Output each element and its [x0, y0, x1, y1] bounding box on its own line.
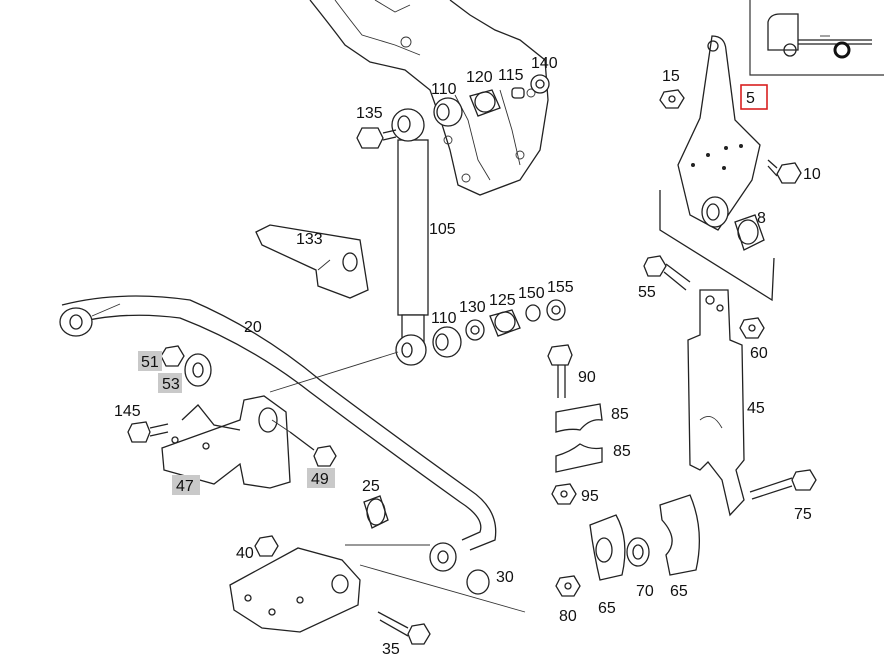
- bearing-half-65-right: [659, 494, 700, 576]
- bolt-75: [749, 469, 817, 500]
- stabilizer-bar: [59, 295, 497, 551]
- upper-bushing-set: [433, 74, 550, 127]
- label-120[interactable]: 120: [466, 69, 493, 86]
- label-65-right[interactable]: 65: [670, 583, 688, 600]
- label-70[interactable]: 70: [636, 583, 654, 600]
- label-40[interactable]: 40: [236, 545, 254, 562]
- sleeve-70: [626, 537, 650, 567]
- bushing-25: [363, 495, 389, 529]
- bolt-90: [547, 344, 573, 398]
- label-133[interactable]: 133: [296, 231, 323, 248]
- frame-bracket: [309, 0, 549, 196]
- bracket-133: [255, 224, 369, 299]
- highlight-53: [158, 373, 182, 393]
- shock-absorber: [391, 108, 429, 366]
- highlight-47: [172, 475, 200, 495]
- label-51[interactable]: 51: [141, 354, 159, 371]
- label-47[interactable]: 47: [176, 478, 194, 495]
- label-150[interactable]: 150: [518, 285, 545, 302]
- label-10[interactable]: 10: [803, 166, 821, 183]
- label-110-upper[interactable]: 110: [431, 81, 457, 98]
- label-65-left[interactable]: 65: [598, 600, 616, 617]
- label-55[interactable]: 55: [638, 284, 656, 301]
- nut-80: [555, 575, 581, 597]
- link-end: [429, 542, 457, 572]
- link-arm-45: [687, 289, 745, 517]
- bolt-35: [377, 611, 431, 645]
- bolt-49: [271, 419, 337, 467]
- bolt-135: [356, 127, 397, 149]
- bushing-53: [184, 353, 212, 387]
- nut-60: [739, 317, 765, 339]
- label-110-lower[interactable]: 110: [431, 310, 457, 327]
- label-85-upper[interactable]: 85: [611, 406, 629, 423]
- label-145[interactable]: 145: [114, 403, 141, 420]
- label-5[interactable]: 5: [746, 90, 755, 107]
- truck-chassis-icon: [767, 13, 872, 59]
- bearing-half-65-left: [589, 514, 626, 581]
- lower-bushing-set: [432, 299, 566, 358]
- link-plate-5: [659, 35, 775, 302]
- label-30[interactable]: 30: [496, 569, 514, 586]
- label-85-lower[interactable]: 85: [613, 443, 631, 460]
- label-35[interactable]: 35: [382, 641, 400, 658]
- selected-part-box: [740, 84, 768, 110]
- bolt-145: [127, 421, 169, 443]
- label-8[interactable]: 8: [757, 210, 766, 227]
- label-95[interactable]: 95: [581, 488, 599, 505]
- nut-95: [551, 483, 577, 505]
- nut-15: [659, 89, 685, 109]
- label-53[interactable]: 53: [162, 376, 180, 393]
- nut-40: [254, 535, 279, 557]
- bracket-47: [161, 395, 291, 489]
- nut-51: [160, 345, 185, 367]
- label-15[interactable]: 15: [662, 68, 680, 85]
- clamp-85-upper: [555, 403, 603, 433]
- label-75[interactable]: 75: [794, 506, 812, 523]
- label-105[interactable]: 105: [429, 221, 456, 238]
- clamp-85-lower: [555, 443, 603, 473]
- label-115[interactable]: 115: [498, 67, 524, 84]
- mounting-plate: [229, 544, 526, 633]
- label-90[interactable]: 90: [578, 369, 596, 386]
- highlight-51: [138, 351, 162, 371]
- label-155[interactable]: 155: [547, 279, 574, 296]
- label-80[interactable]: 80: [559, 608, 577, 625]
- label-25[interactable]: 25: [362, 478, 380, 495]
- bushing-8: [734, 214, 765, 251]
- label-140[interactable]: 140: [531, 55, 558, 72]
- label-135[interactable]: 135: [356, 105, 383, 122]
- bolt-55: [643, 255, 691, 291]
- label-60[interactable]: 60: [750, 345, 768, 362]
- label-130[interactable]: 130: [459, 299, 486, 316]
- bolt-10: [767, 159, 802, 184]
- vehicle-inset: [749, 0, 884, 76]
- bushing-30: [466, 569, 490, 595]
- label-125[interactable]: 125: [489, 292, 516, 309]
- label-20[interactable]: 20: [244, 319, 262, 336]
- label-45[interactable]: 45: [747, 400, 765, 417]
- label-49[interactable]: 49: [311, 471, 329, 488]
- highlight-49: [307, 468, 335, 488]
